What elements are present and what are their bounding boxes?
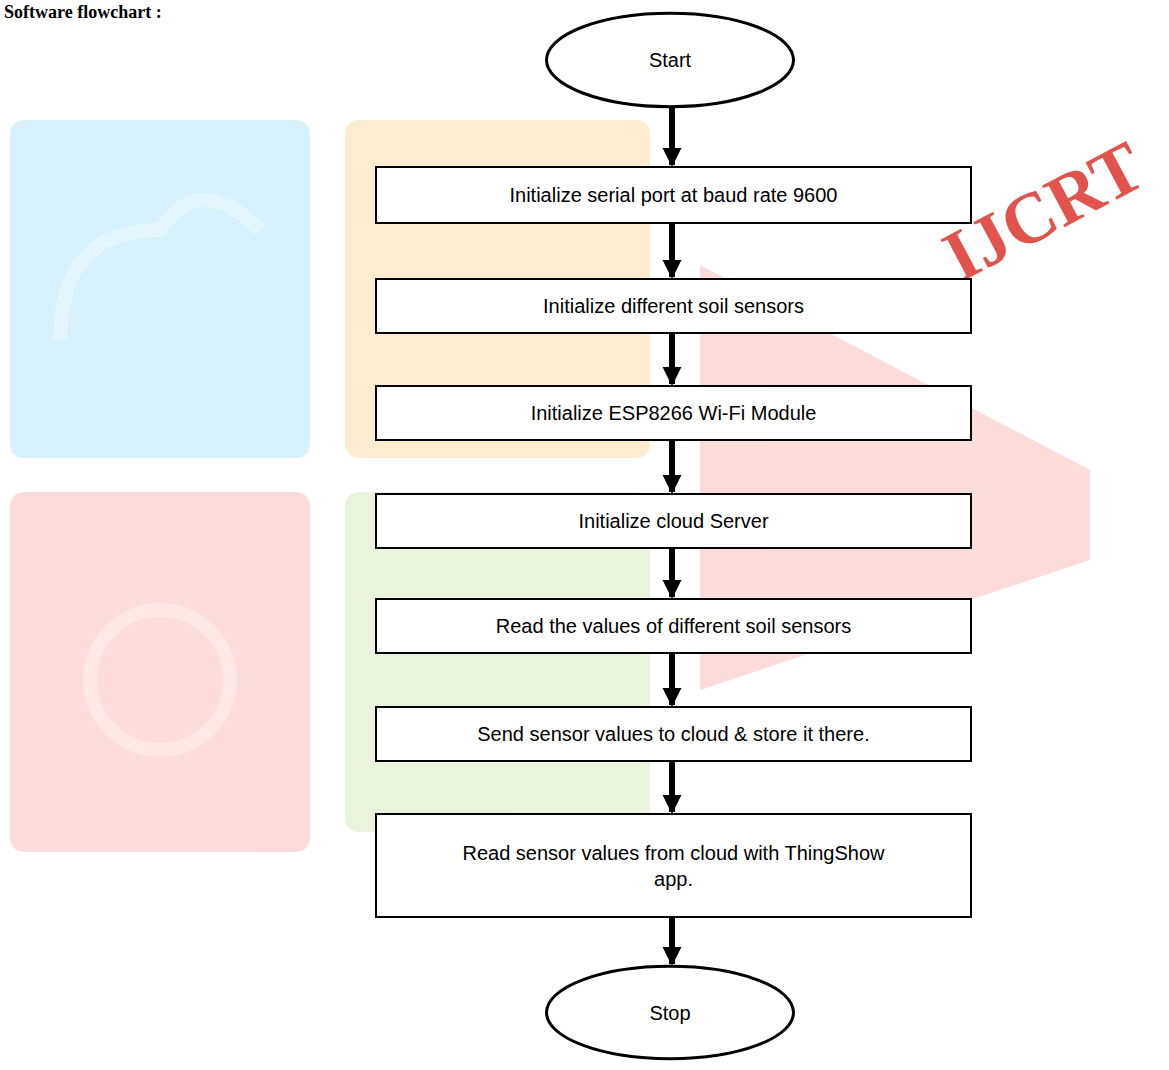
flow-arrow [669, 441, 675, 492]
flow-arrow [669, 108, 675, 165]
process-box: Initialize cloud Server [375, 493, 972, 549]
process-box: Send sensor values to cloud & store it t… [375, 706, 972, 762]
flow-arrow [669, 549, 675, 597]
flow-arrow [669, 224, 675, 277]
process-box: Initialize serial port at baud rate 9600 [375, 166, 972, 224]
process-box: Read sensor values from cloud with Thing… [375, 813, 972, 918]
gear-icon [90, 610, 230, 750]
node-text: Read sensor values from cloud with Thing… [459, 840, 889, 892]
flow-arrow [669, 334, 675, 384]
flow-arrow [669, 654, 675, 705]
node-text: Read the values of different soil sensor… [496, 613, 851, 639]
node-text: Initialize ESP8266 Wi-Fi Module [531, 400, 817, 426]
node-text: Send sensor values to cloud & store it t… [477, 721, 869, 747]
process-box: Read the values of different soil sensor… [375, 598, 972, 654]
watermark-tile [10, 120, 310, 458]
process-box: Initialize ESP8266 Wi-Fi Module [375, 385, 972, 441]
diagram-title: Software flowchart : [4, 2, 162, 23]
flow-arrow [669, 762, 675, 812]
node-text: Initialize cloud Server [578, 508, 768, 534]
watermark-tile [10, 492, 310, 852]
node-text: Start [649, 47, 691, 73]
node-text: Initialize serial port at baud rate 9600 [510, 182, 838, 208]
cloud-icon [60, 200, 260, 340]
flow-arrow [669, 918, 675, 964]
terminal-ellipse: Start [545, 12, 795, 108]
node-text: Stop [649, 1000, 690, 1026]
terminal-ellipse: Stop [545, 965, 795, 1060]
process-box: Initialize different soil sensors [375, 278, 972, 334]
node-text: Initialize different soil sensors [543, 293, 804, 319]
